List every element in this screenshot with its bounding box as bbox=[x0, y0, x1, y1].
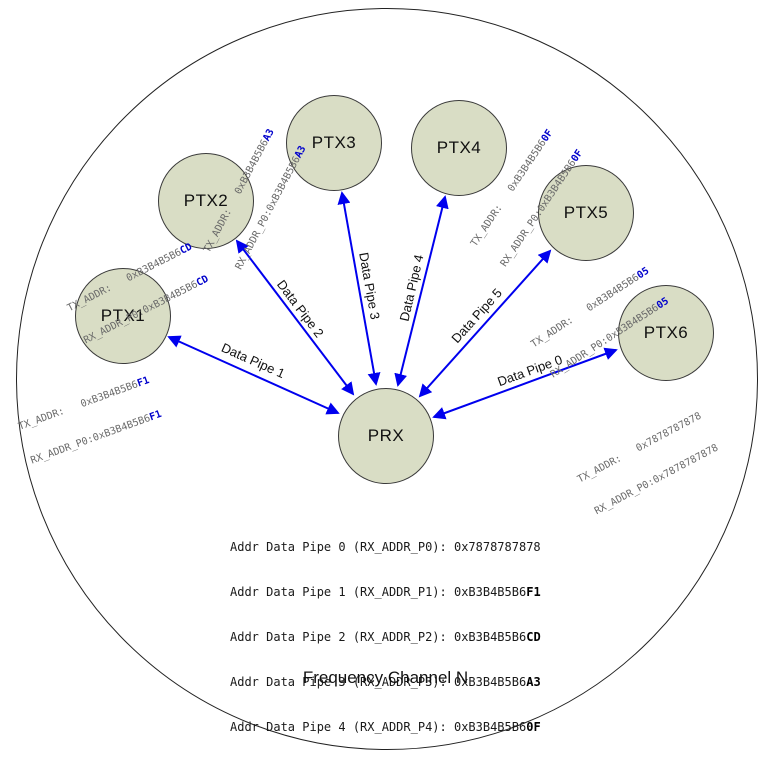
tx-addr-prefix: TX_ADDR: bbox=[17, 399, 84, 433]
row-suffix: A3 bbox=[526, 675, 541, 689]
row-text: Addr Data Pipe 4 (RX_ADDR_P4): 0xB3B4B5B… bbox=[230, 720, 527, 734]
node-ptx5-label: PTX5 bbox=[563, 203, 609, 222]
tx-addr-prefix: TX_ADDR: bbox=[575, 444, 640, 486]
tx-addr-value: 0xB3B4B5B6 bbox=[124, 246, 184, 285]
rx-addr-prefix: RX_ADDR_P0: bbox=[82, 306, 147, 347]
rx-addr-prefix: RX_ADDR_P0: bbox=[29, 433, 96, 467]
node-ptx1-label: PTX1 bbox=[100, 306, 146, 325]
tx-addr-value: 0xB3B4B5B6 bbox=[79, 379, 140, 411]
tx-addr-value: 0xB3B4B5B6 bbox=[584, 272, 642, 315]
rx-addr-prefix: RX_ADDR_P0: bbox=[233, 207, 275, 272]
tx-addr-value: 0xB3B4B5B6 bbox=[505, 137, 549, 194]
pipe-table-row-2: Addr Data Pipe 2 (RX_ADDR_P2): 0xB3B4B5B… bbox=[230, 630, 541, 645]
tx-addr-value: 0x7878787878 bbox=[634, 410, 704, 455]
row-text: Addr Data Pipe 3 (RX_ADDR_P3): 0xB3B4B5B… bbox=[230, 675, 527, 689]
rx-addr-suffix: F1 bbox=[148, 408, 164, 424]
data-pipe-1-arrow bbox=[167, 335, 340, 415]
node-ptx4: PTX4 bbox=[411, 100, 507, 196]
frequency-channel-title: Frequency Channel N bbox=[302, 668, 469, 687]
node-ptx3: PTX3 bbox=[286, 95, 382, 191]
rx-addr-suffix: CD bbox=[194, 273, 211, 289]
node-prx-label: PRX bbox=[367, 426, 405, 445]
row-suffix: F1 bbox=[526, 585, 541, 599]
node-prx: PRX bbox=[338, 388, 434, 484]
pipe-table-row-0: Addr Data Pipe 0 (RX_ADDR_P0): 0x7878787… bbox=[230, 540, 541, 555]
tx-addr-prefix: TX_ADDR: bbox=[201, 191, 243, 255]
pipe-table-row-3: Addr Data Pipe 3 (RX_ADDR_P3): 0xB3B4B5B… bbox=[230, 675, 541, 690]
row-text: Addr Data Pipe 2 (RX_ADDR_P2): 0xB3B4B5B… bbox=[230, 630, 527, 644]
row-text: Addr Data Pipe 1 (RX_ADDR_P1): 0xB3B4B5B… bbox=[230, 585, 527, 599]
data-pipe-0-arrow bbox=[432, 347, 618, 420]
pipe-address-table: Addr Data Pipe 0 (RX_ADDR_P0): 0x7878787… bbox=[230, 510, 541, 757]
tx-addr-suffix: F1 bbox=[135, 375, 151, 390]
node-ptx4-label: PTX4 bbox=[436, 138, 482, 157]
rx-addr-value: 0x7878787878 bbox=[651, 442, 721, 487]
node-ptx6: PTX6 bbox=[618, 285, 714, 381]
node-ptx2-label: PTX2 bbox=[183, 191, 229, 210]
rx-addr-value: 0xB3B4B5B6 bbox=[141, 279, 200, 317]
node-ptx5: PTX5 bbox=[538, 165, 634, 261]
node-ptx6-label: PTX6 bbox=[643, 323, 689, 342]
rx-addr-value: 0xB3B4B5B6 bbox=[91, 412, 152, 444]
row-text: Addr Data Pipe 0 (RX_ADDR_P0): 0x7878787… bbox=[230, 540, 541, 554]
pipe-table-row-1: Addr Data Pipe 1 (RX_ADDR_P1): 0xB3B4B5B… bbox=[230, 585, 541, 600]
rx-addr-prefix: RX_ADDR_P0: bbox=[548, 335, 611, 381]
tx-addr-prefix: TX_ADDR: bbox=[529, 304, 591, 351]
frequency-channel-circle bbox=[16, 8, 758, 750]
row-suffix: 0F bbox=[526, 720, 541, 734]
data-pipe-3-arrow bbox=[337, 191, 381, 386]
rx-addr-prefix: RX_ADDR_P0: bbox=[498, 207, 545, 269]
tx-addr-prefix: TX_ADDR: bbox=[468, 187, 516, 249]
pipe-table-row-4: Addr Data Pipe 4 (RX_ADDR_P4): 0xB3B4B5B… bbox=[230, 720, 541, 735]
rx-addr-value: 0xB3B4B5B6 bbox=[264, 154, 303, 214]
node-ptx2: PTX2 bbox=[158, 153, 254, 249]
tx-addr-value: 0xB3B4B5B6 bbox=[233, 137, 272, 197]
rx-addr-prefix: RX_ADDR_P0: bbox=[592, 476, 657, 518]
rx-addr-value: 0xB3B4B5B6 bbox=[604, 302, 661, 345]
row-suffix: CD bbox=[526, 630, 541, 644]
node-ptx3-label: PTX3 bbox=[311, 133, 357, 152]
rx-addr-value: 0xB3B4B5B6 bbox=[535, 157, 579, 214]
tx-addr-prefix: TX_ADDR: bbox=[65, 274, 130, 315]
node-ptx1: PTX1 bbox=[75, 268, 171, 364]
data-pipe-2-arrow bbox=[235, 239, 355, 396]
